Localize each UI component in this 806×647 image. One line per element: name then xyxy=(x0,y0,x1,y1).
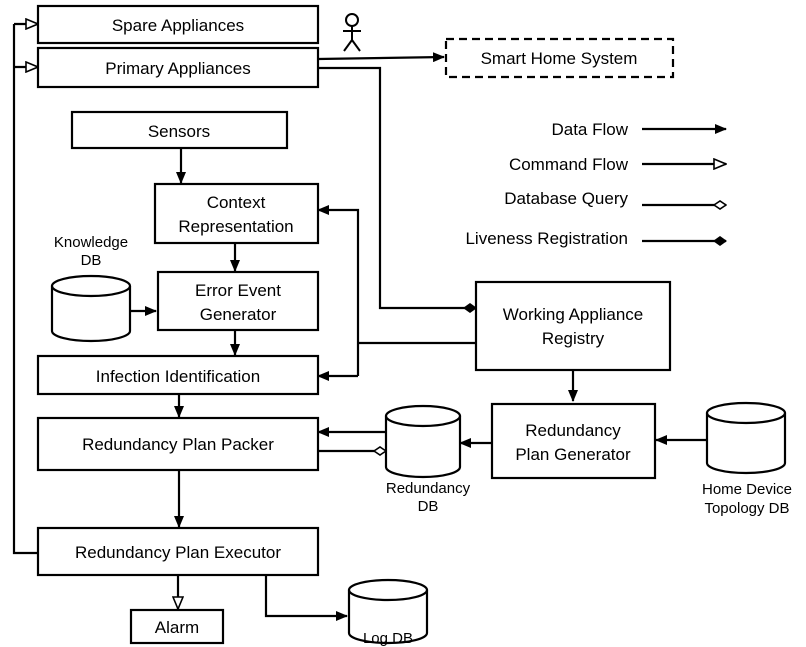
context-representation-box: Context Representation xyxy=(153,182,320,245)
home-device-topology-db-cylinder: Home Device Topology DB xyxy=(702,401,792,517)
redundancy-plan-generator-label-line1: Redundancy xyxy=(525,421,621,440)
redundancy-plan-executor-box: Redundancy Plan Executor xyxy=(36,526,320,577)
legend-data-flow-label: Data Flow xyxy=(551,120,628,139)
redundancy-plan-executor-label: Redundancy Plan Executor xyxy=(75,543,281,562)
redundancy-db-label-line2: DB xyxy=(418,498,439,515)
legend: Data Flow Command Flow Database Query Li… xyxy=(465,120,727,248)
context-representation-label-line2: Representation xyxy=(178,217,293,236)
sensors-label: Sensors xyxy=(148,122,210,141)
smart-home-system-label: Smart Home System xyxy=(481,49,638,68)
sensors-box: Sensors xyxy=(70,110,289,150)
home-device-topology-db-label-line2: Topology DB xyxy=(704,500,789,517)
log-db-cylinder: Log DB xyxy=(347,578,429,647)
redundancy-plan-generator-box: Redundancy Plan Generator xyxy=(490,402,657,480)
working-appliance-registry-label-line2: Registry xyxy=(542,329,605,348)
alarm-box: Alarm xyxy=(129,608,225,645)
primary-appliances-label: Primary Appliances xyxy=(105,59,251,78)
infection-identification-label: Infection Identification xyxy=(96,367,260,386)
knowledge-db-label-line2: DB xyxy=(81,252,102,269)
stick-figure-actor-icon xyxy=(343,13,361,52)
alarm-label: Alarm xyxy=(155,618,199,637)
legend-liveness-registration: Liveness Registration xyxy=(465,229,727,248)
redundancy-plan-generator-label-line2: Plan Generator xyxy=(515,445,631,464)
redundancy-plan-packer-label: Redundancy Plan Packer xyxy=(82,435,274,454)
legend-data-flow: Data Flow xyxy=(551,120,727,139)
executor-to-appliances-line xyxy=(12,24,38,555)
spare-appliances-box: Spare Appliances xyxy=(36,4,320,45)
primary-to-registry-liveness xyxy=(318,66,477,313)
infection-identification-box: Infection Identification xyxy=(36,354,320,396)
connectors xyxy=(12,24,707,621)
error-event-generator-box: Error Event Generator xyxy=(156,270,320,332)
executor-to-log-db-arrow xyxy=(264,575,348,621)
knowledge-db-cylinder: Knowledge DB xyxy=(50,234,132,343)
redundancy-db-label-line1: Redundancy xyxy=(386,480,471,497)
log-db-label: Log DB xyxy=(363,630,413,647)
legend-command-flow: Command Flow xyxy=(509,155,726,174)
redundancy-plan-packer-box: Redundancy Plan Packer xyxy=(36,416,320,472)
working-appliance-registry-label-line1: Working Appliance xyxy=(503,305,644,324)
primary-appliances-box: Primary Appliances xyxy=(36,46,320,89)
spare-appliances-label: Spare Appliances xyxy=(112,16,244,35)
error-event-generator-label-line1: Error Event xyxy=(195,281,281,300)
working-appliance-registry-box: Working Appliance Registry xyxy=(474,280,672,372)
context-representation-label-line1: Context xyxy=(207,193,266,212)
legend-liveness-registration-label: Liveness Registration xyxy=(465,229,628,248)
knowledge-db-label-line1: Knowledge xyxy=(54,234,128,251)
registry-to-context-arrow xyxy=(317,205,360,376)
redundancy-db-cylinder: Redundancy DB xyxy=(384,404,471,515)
primary-to-smart-home-arrow xyxy=(317,52,445,63)
legend-database-query: Database Query xyxy=(504,189,726,208)
legend-database-query-label: Database Query xyxy=(504,189,628,208)
legend-command-flow-label: Command Flow xyxy=(509,155,629,174)
smart-home-system-box: Smart Home System xyxy=(444,37,675,79)
error-event-generator-label-line2: Generator xyxy=(200,305,277,324)
home-device-topology-db-label-line1: Home Device xyxy=(702,481,792,498)
